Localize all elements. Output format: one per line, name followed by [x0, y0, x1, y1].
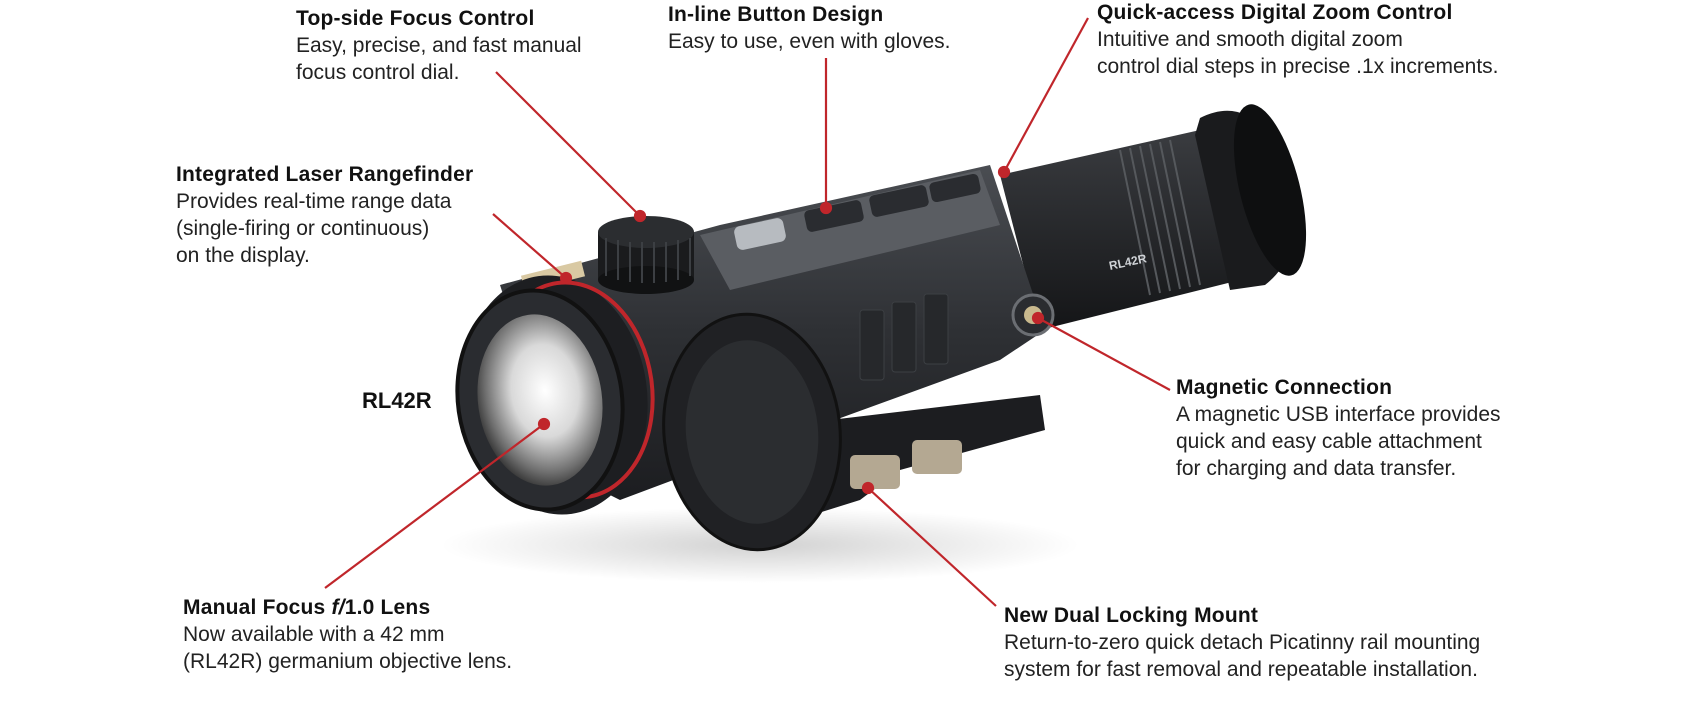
callout-button-design: In-line Button Design Easy to use, even … — [668, 2, 951, 55]
callout-line: (RL42R) germanium objective lens. — [183, 650, 513, 673]
leader-focus — [495, 71, 641, 217]
callout-body: Easy, precise, and fast manual focus con… — [296, 32, 582, 86]
callout-title: In-line Button Design — [668, 3, 884, 26]
callout-line: focus control dial. — [296, 61, 460, 84]
callout-title-post: 1.0 Lens — [344, 596, 431, 619]
callout-line: Now available with a 42 mm — [183, 623, 445, 646]
callout-line: Easy, precise, and fast manual — [296, 34, 582, 57]
callout-line: (single-firing or continuous) — [176, 217, 430, 240]
callout-line: control dial steps in precise .1x increm… — [1097, 55, 1499, 78]
callout-line: for charging and data transfer. — [1176, 457, 1457, 480]
callout-title: Integrated Laser Rangefinder — [176, 163, 474, 186]
button-1 — [734, 218, 786, 250]
eyepiece-tube — [1000, 130, 1240, 330]
side-rail — [859, 293, 949, 381]
callout-line: quick and easy cable attachment — [1176, 430, 1482, 453]
callout-line: system for fast removal and repeatable i… — [1004, 658, 1478, 681]
leader-magnetic — [1037, 317, 1171, 391]
leader-lens — [324, 423, 545, 589]
callout-line: on the display. — [176, 244, 310, 267]
leader-mount — [867, 487, 997, 607]
product-model-label: RL42R — [362, 388, 432, 413]
mount-lever-1 — [850, 455, 900, 489]
callout-line: Provides real-time range data — [176, 190, 452, 213]
callout-line: A magnetic USB interface provides — [1176, 403, 1501, 426]
callout-body: Return-to-zero quick detach Picatinny ra… — [1004, 629, 1480, 683]
callout-body: Easy to use, even with gloves. — [668, 28, 951, 55]
leader-rangefinder — [492, 213, 567, 279]
callout-line: Return-to-zero quick detach Picatinny ra… — [1004, 631, 1481, 654]
objective-lens — [477, 314, 603, 486]
button-2 — [804, 200, 864, 232]
callout-body: Intuitive and smooth digital zoom contro… — [1097, 26, 1499, 80]
zoom-dial-ridges — [1119, 139, 1201, 296]
callout-magnetic: Magnetic Connection A magnetic USB inter… — [1176, 375, 1501, 482]
callout-title: New Dual Locking Mount — [1004, 604, 1259, 627]
callout-body: Now available with a 42 mm (RL42R) germa… — [183, 621, 512, 675]
callout-focus-control: Top-side Focus Control Easy, precise, an… — [296, 6, 582, 86]
button-4 — [929, 173, 981, 203]
callout-line: Easy to use, even with gloves. — [668, 30, 951, 53]
mount-lever-2 — [912, 440, 962, 474]
callout-mount: New Dual Locking Mount Return-to-zero qu… — [1004, 603, 1480, 683]
callout-title-pre: Manual Focus — [183, 596, 332, 619]
callout-title: Manual Focus f/1.0 Lens — [183, 595, 512, 621]
callout-lens: Manual Focus f/1.0 Lens Now available wi… — [183, 595, 512, 675]
leader-zoom — [1003, 17, 1089, 173]
button-3 — [869, 185, 929, 217]
callout-title: Top-side Focus Control — [296, 7, 535, 30]
callout-body: A magnetic USB interface provides quick … — [1176, 401, 1501, 482]
callout-title-italic: f/ — [331, 596, 345, 619]
leader-lines — [324, 17, 1171, 607]
callout-line: Intuitive and smooth digital zoom — [1097, 28, 1403, 51]
callout-title: Magnetic Connection — [1176, 376, 1393, 399]
callout-body: Provides real-time range data (single-fi… — [176, 188, 473, 269]
callout-digital-zoom: Quick-access Digital Zoom Control Intuit… — [1097, 0, 1499, 80]
callout-title: Quick-access Digital Zoom Control — [1097, 1, 1453, 24]
callout-rangefinder: Integrated Laser Rangefinder Provides re… — [176, 162, 473, 269]
